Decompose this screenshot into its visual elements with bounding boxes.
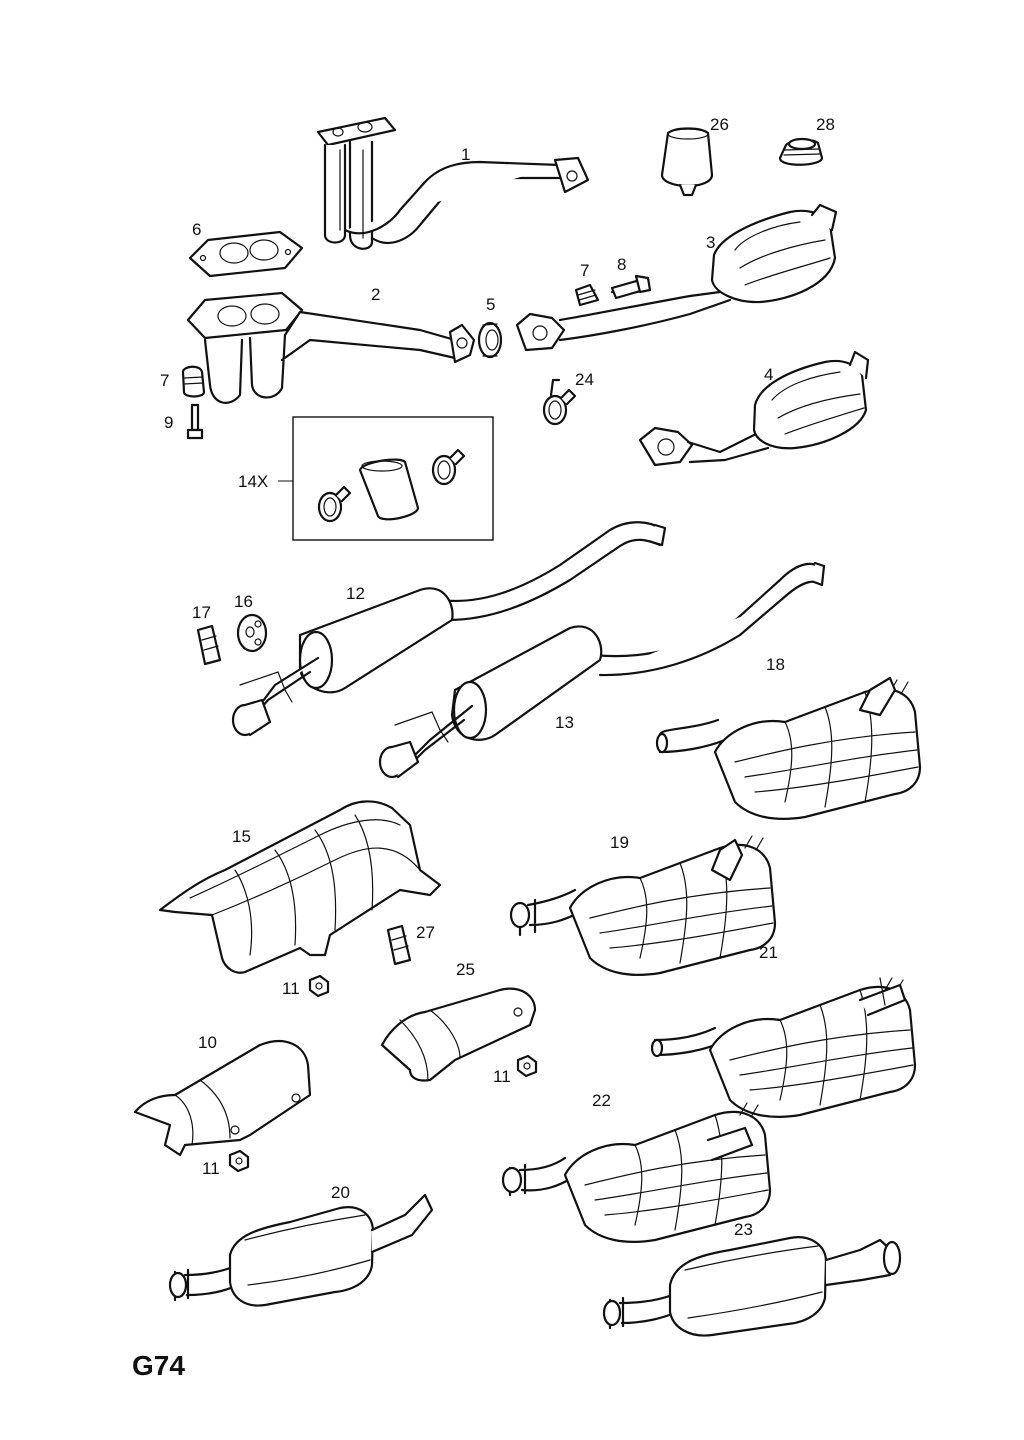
part-6-gasket [188,230,304,278]
part-3-catalytic-converter [515,203,838,352]
part-4-catalytic-converter [638,350,870,467]
part-12-centre-silencer [231,521,667,737]
callout-14: 14X [238,472,268,491]
callout-27: 27 [416,923,435,942]
part-24-clamp [542,378,577,426]
part-11-nut-b [516,1054,538,1078]
part-27-clip [386,924,412,966]
callout-18: 18 [766,655,785,674]
callout-3: 3 [706,233,715,252]
page-code-label: G74 [132,1350,185,1381]
callout-22: 22 [592,1091,611,1110]
callout-11-a: 11 [282,979,300,998]
callout-labels: 1 2 3 4 5 6 7 7 8 9 10 11 11 11 12 13 14… [160,115,835,1239]
callout-8: 8 [617,255,626,274]
callout-15: 15 [232,827,251,846]
part-23-rear-silencer [602,1236,902,1337]
part-20-rear-silencer [168,1193,434,1307]
callout-26: 26 [710,115,729,134]
part-18-rear-silencer [655,676,922,820]
callout-16: 16 [234,592,253,611]
part-1-front-pipe [316,116,590,250]
part-16-rubber-ring [236,613,268,653]
callout-28: 28 [816,115,835,134]
part-26-rubber-mount [660,127,714,197]
callout-7-upper: 7 [580,261,589,280]
callout-23: 23 [734,1220,753,1239]
part-28-grommet [778,137,824,166]
part-22-rear-silencer [501,1101,772,1243]
part-9-bolt [186,403,204,440]
part-7-stud-upper [574,283,600,307]
part-14-clamp-kit [278,416,494,541]
part-8-bolt [610,274,652,300]
part-19-rear-silencer [509,834,777,976]
callout-24: 24 [575,370,594,389]
part-7-stud-lower [181,365,206,398]
callout-21: 21 [759,943,778,962]
callout-13: 13 [555,713,574,732]
part-21-rear-silencer [650,976,917,1118]
part-11-nut-c [228,1149,250,1173]
part-10-heat-shield [133,1040,312,1157]
callout-25: 25 [456,960,475,979]
callout-11-b: 11 [493,1067,511,1086]
callout-20: 20 [331,1183,350,1202]
callout-4: 4 [764,365,773,384]
callout-10: 10 [198,1033,217,1052]
callout-11-c: 11 [202,1159,220,1178]
callout-6: 6 [192,220,201,239]
part-13-centre-silencer [378,561,826,779]
part-25-heat-shield [380,987,537,1082]
callout-7-lower: 7 [160,371,169,390]
callout-9: 9 [164,413,173,432]
callout-19: 19 [610,833,629,852]
callout-17: 17 [192,603,211,622]
part-17-clip [196,624,222,666]
callout-12: 12 [346,584,365,603]
callout-2: 2 [371,285,380,304]
callout-5: 5 [486,295,495,314]
part-11-nut-a [308,974,330,998]
part-15-heat-shield [158,800,442,974]
callout-1: 1 [461,145,470,164]
part-2-front-pipe [186,291,476,404]
part-5-seal-ring [477,321,503,359]
